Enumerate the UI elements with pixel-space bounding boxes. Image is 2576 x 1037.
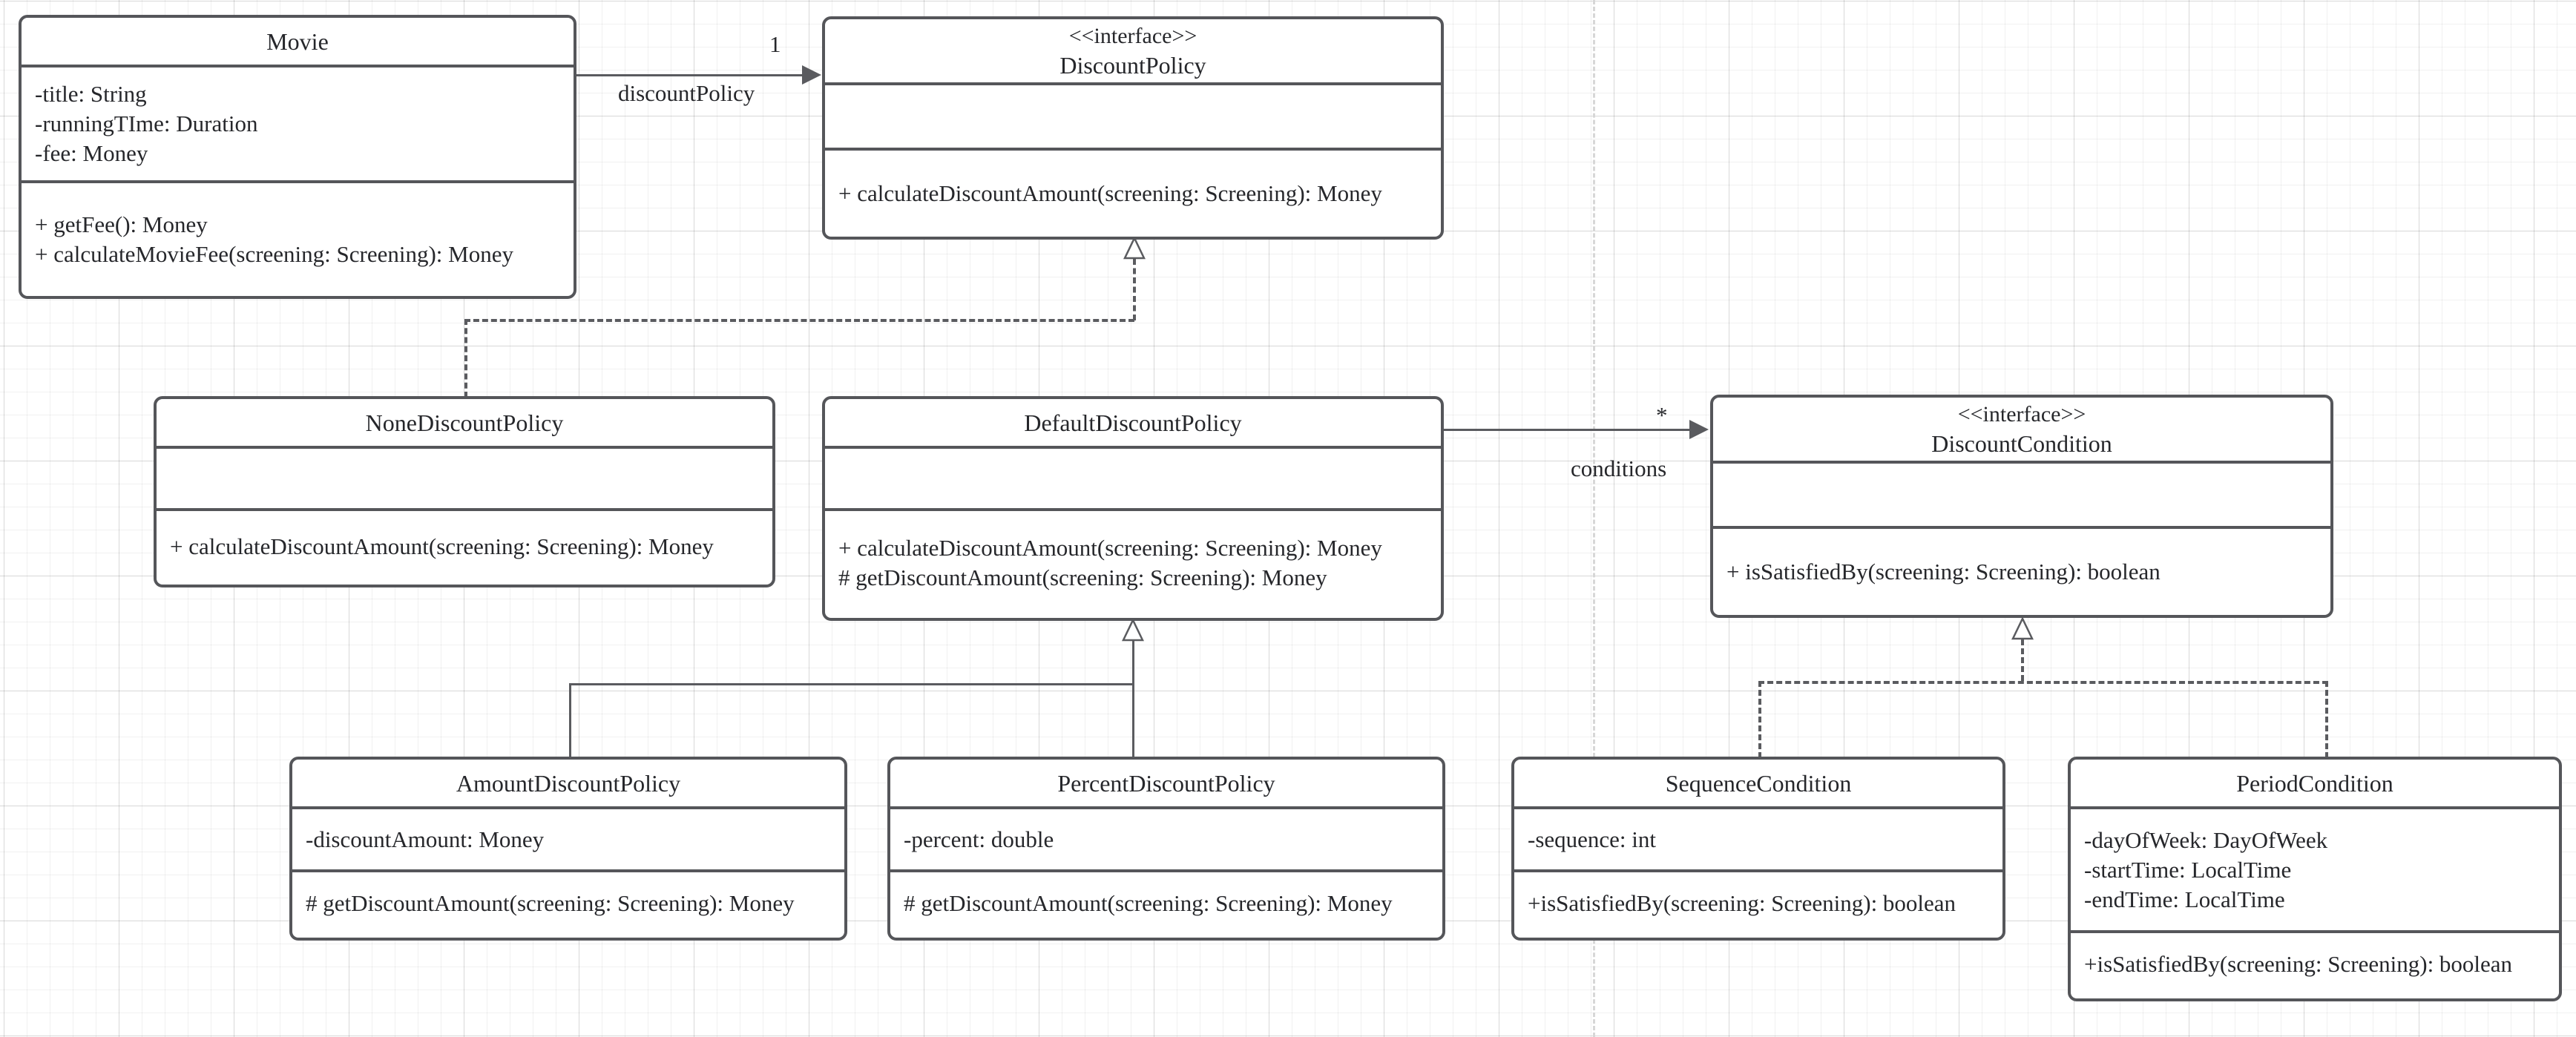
realization-line-horizontal [464, 319, 1134, 322]
stereotype-label: <<interface>> [1957, 401, 2086, 427]
class-name-amount-discount-policy: AmountDiscountPolicy [456, 769, 681, 797]
role-label-discountpolicy: discountPolicy [618, 80, 755, 106]
class-name-none-discount-policy: NoneDiscountPolicy [365, 409, 564, 436]
attribute-row: -runningTIme: Duration [35, 111, 258, 136]
operation-row: +isSatisfiedBy(screening: Screening): bo… [2084, 951, 2513, 977]
class-box-amount-discount-policy[interactable]: AmountDiscountPolicy -discountAmount: Mo… [289, 757, 847, 941]
class-attributes-default-discount-policy [825, 446, 1441, 508]
class-title-discount-policy: <<interface>> DiscountPolicy [825, 19, 1441, 82]
class-box-none-discount-policy[interactable]: NoneDiscountPolicy + calculateDiscountAm… [154, 396, 775, 587]
generalization-line-percent [1132, 683, 1134, 775]
operation-row: # getDiscountAmount(screening: Screening… [904, 890, 1393, 916]
attribute-row: -percent: double [904, 826, 1054, 852]
attribute-row: -dayOfWeek: DayOfWeek [2084, 826, 2328, 853]
class-box-period-condition[interactable]: PeriodCondition -dayOfWeek: DayOfWeek -s… [2068, 757, 2562, 1001]
class-box-percent-discount-policy[interactable]: PercentDiscountPolicy -percent: double #… [887, 757, 1445, 941]
operation-row: + calculateDiscountAmount(screening: Scr… [838, 535, 1382, 561]
operation-row: + calculateDiscountAmount(screening: Scr… [838, 180, 1382, 206]
class-box-discount-policy[interactable]: <<interface>> DiscountPolicy + calculate… [822, 16, 1444, 240]
multiplicity-label-conditions: * [1656, 402, 1668, 428]
class-operations-percent-discount-policy: # getDiscountAmount(screening: Screening… [890, 869, 1442, 935]
realization-line-condition-horizontal [1758, 681, 2328, 684]
class-title-amount-discount-policy: AmountDiscountPolicy [292, 760, 844, 806]
class-box-movie[interactable]: Movie -title: String -runningTIme: Durat… [19, 15, 576, 299]
attribute-row: -startTime: LocalTime [2084, 856, 2292, 883]
class-name-percent-discount-policy: PercentDiscountPolicy [1057, 769, 1275, 797]
operation-row: # getDiscountAmount(screening: Screening… [838, 564, 1327, 590]
association-arrowhead [802, 65, 821, 85]
class-name-discount-policy: DiscountPolicy [1059, 51, 1206, 79]
association-line-movie-discountpolicy [576, 74, 804, 76]
association-line-default-discountcondition [1444, 429, 1691, 431]
generalization-line-vertical-stem [1132, 641, 1134, 684]
class-name-discount-condition: DiscountCondition [1931, 429, 2112, 457]
class-title-movie: Movie [22, 18, 574, 65]
class-operations-movie: + getFee(): Money + calculateMovieFee(sc… [22, 180, 574, 296]
class-title-period-condition: PeriodCondition [2071, 760, 2559, 806]
class-name-period-condition: PeriodCondition [2236, 769, 2393, 797]
class-attributes-movie: -title: String -runningTIme: Duration -f… [22, 65, 574, 180]
class-box-discount-condition[interactable]: <<interface>> DiscountCondition + isSati… [1710, 395, 2333, 618]
class-box-default-discount-policy[interactable]: DefaultDiscountPolicy + calculateDiscoun… [822, 396, 1444, 621]
class-operations-default-discount-policy: + calculateDiscountAmount(screening: Scr… [825, 508, 1441, 615]
class-attributes-sequence-condition: -sequence: int [1514, 806, 2002, 869]
class-operations-none-discount-policy: + calculateDiscountAmount(screening: Scr… [157, 508, 772, 582]
realization-line-none-vertical [464, 319, 467, 398]
realization-line-period [2325, 681, 2328, 776]
class-operations-discount-policy: + calculateDiscountAmount(screening: Scr… [825, 148, 1441, 237]
operation-row: + isSatisfiedBy(screening: Screening): b… [1726, 559, 2161, 585]
realization-arrowhead-discountcondition [2011, 618, 2034, 640]
operation-row: + getFee(): Money [35, 211, 208, 237]
association-arrowhead [1689, 420, 1709, 439]
realization-line-condition-stem [2021, 639, 2024, 681]
class-operations-sequence-condition: +isSatisfiedBy(screening: Screening): bo… [1514, 869, 2002, 935]
class-name-movie: Movie [266, 27, 329, 55]
operation-row: +isSatisfiedBy(screening: Screening): bo… [1528, 890, 1956, 916]
class-title-sequence-condition: SequenceCondition [1514, 760, 2002, 806]
class-attributes-discount-policy [825, 82, 1441, 148]
role-label-conditions: conditions [1571, 455, 1667, 481]
realization-arrowhead-discountpolicy [1123, 237, 1146, 260]
attribute-row: -title: String [35, 81, 147, 107]
operation-row: + calculateMovieFee(screening: Screening… [35, 241, 513, 267]
operation-row: # getDiscountAmount(screening: Screening… [306, 890, 795, 916]
realization-line-sequence [1758, 681, 1761, 776]
class-name-default-discount-policy: DefaultDiscountPolicy [1024, 409, 1242, 436]
attribute-row: -fee: Money [35, 140, 148, 166]
class-box-sequence-condition[interactable]: SequenceCondition -sequence: int +isSati… [1511, 757, 2005, 941]
class-title-none-discount-policy: NoneDiscountPolicy [157, 399, 772, 446]
operation-row: + calculateDiscountAmount(screening: Scr… [170, 533, 714, 559]
class-operations-period-condition: +isSatisfiedBy(screening: Screening): bo… [2071, 930, 2559, 995]
class-operations-amount-discount-policy: # getDiscountAmount(screening: Screening… [292, 869, 844, 935]
generalization-arrowhead-default [1122, 619, 1144, 642]
attribute-row: -discountAmount: Money [306, 826, 545, 852]
realization-line-default-vertical [1133, 259, 1136, 320]
attribute-row: -sequence: int [1528, 826, 1657, 852]
page-break-guide [1593, 0, 1595, 1037]
generalization-line-horizontal [569, 683, 1134, 685]
class-title-default-discount-policy: DefaultDiscountPolicy [825, 399, 1441, 446]
class-attributes-period-condition: -dayOfWeek: DayOfWeek -startTime: LocalT… [2071, 806, 2559, 930]
class-title-discount-condition: <<interface>> DiscountCondition [1713, 398, 2330, 461]
class-attributes-amount-discount-policy: -discountAmount: Money [292, 806, 844, 869]
multiplicity-label-discountpolicy: 1 [769, 31, 781, 57]
class-name-sequence-condition: SequenceCondition [1665, 769, 1852, 797]
generalization-line-amount [569, 683, 571, 775]
attribute-row: -endTime: LocalTime [2084, 886, 2285, 912]
class-operations-discount-condition: + isSatisfiedBy(screening: Screening): b… [1713, 526, 2330, 615]
class-attributes-percent-discount-policy: -percent: double [890, 806, 1442, 869]
class-attributes-none-discount-policy [157, 446, 772, 508]
stereotype-label: <<interface>> [1068, 23, 1197, 48]
class-title-percent-discount-policy: PercentDiscountPolicy [890, 760, 1442, 806]
class-attributes-discount-condition [1713, 461, 2330, 526]
